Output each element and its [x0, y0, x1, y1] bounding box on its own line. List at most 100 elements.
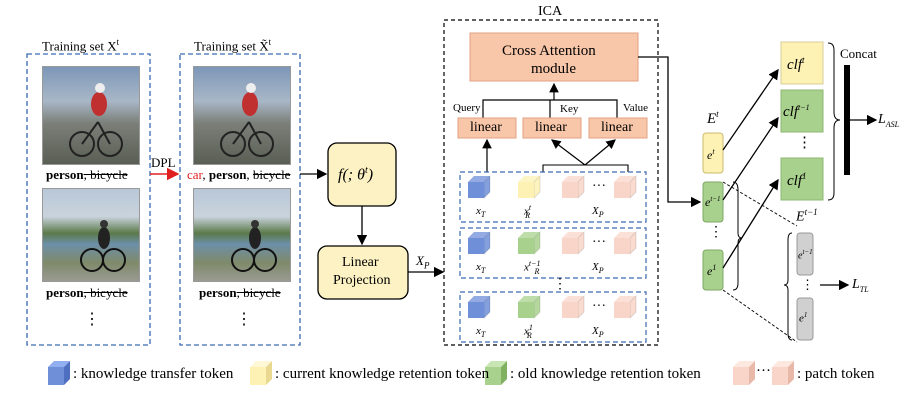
- ica-output-line: [638, 56, 702, 208]
- et-to-clf-arrow: [722, 68, 779, 151]
- linear-projection-label-1: Linear: [342, 255, 379, 270]
- embedding-vdots: ⋮: [709, 225, 723, 240]
- training-set-left-box: [26, 53, 151, 346]
- right-vdots: ⋮: [236, 311, 252, 328]
- token-row-3: [459, 291, 647, 343]
- knowledge-transfer-token: [468, 174, 491, 200]
- token-row-1: [459, 171, 647, 223]
- e-t-1-label: et−1: [705, 195, 721, 209]
- legend-green-token: [485, 361, 507, 385]
- patch-token: [562, 174, 585, 200]
- e-t-1-token: [702, 181, 724, 223]
- x-P-label: XP: [592, 261, 604, 276]
- clf-vdots: ⋮: [797, 135, 812, 151]
- legend-current-retention: : current knowledge retention token: [275, 366, 490, 382]
- linear-projection-label-2: Projection: [333, 273, 391, 288]
- token-row-2: [459, 227, 647, 279]
- left-vdots: ⋮: [84, 311, 100, 328]
- e-1-token: [702, 249, 724, 291]
- legend-yellow-token: [250, 361, 272, 385]
- loss-asl-label: LASL: [878, 112, 900, 129]
- patch-ellipsis: ···: [592, 179, 606, 194]
- clf-t-1-label: clft−1: [783, 103, 810, 120]
- E-t-1-label: Et−1: [796, 207, 818, 225]
- left-panel-title: Training set Xt: [42, 37, 120, 54]
- e-t-label: et: [707, 147, 715, 162]
- clf-1-label: clf1: [787, 171, 807, 189]
- loss-tl-label: LTL: [852, 277, 869, 294]
- cross-attention-label-2: module: [531, 61, 576, 77]
- old-token-bracket: [732, 181, 743, 291]
- ica-title: ICA: [538, 4, 563, 19]
- clf-t-box: [780, 41, 824, 85]
- left-caption-2: person, bicycle: [46, 285, 128, 300]
- patch-ellipsis: ···: [592, 299, 606, 314]
- linear-value-label: linear: [601, 120, 633, 135]
- old-e-t-1-token: [796, 232, 814, 276]
- x-R-label: x1R: [524, 323, 533, 340]
- patch-ellipsis: ···: [592, 235, 606, 250]
- e1-to-clf-arrow: [722, 178, 779, 269]
- old-e-1-token: [796, 297, 814, 341]
- x-T-label: xT: [476, 261, 486, 276]
- value-label: Value: [623, 102, 649, 114]
- cyclist-icon: [69, 83, 123, 157]
- linear-key-label: linear: [535, 120, 567, 135]
- clf-brace: [827, 42, 841, 201]
- training-set-right-box: [179, 53, 301, 346]
- dashed-link-top: [722, 181, 798, 227]
- left-caption-1: person, bicycle: [46, 167, 128, 182]
- cyclist-icon: [220, 83, 274, 157]
- photo-street-cyclist-right: [193, 66, 291, 165]
- linear-query-box: [457, 117, 517, 139]
- patch-token: [614, 174, 637, 200]
- legend-old-retention: : old knowledge retention token: [510, 366, 701, 382]
- linear-query-label: linear: [470, 120, 502, 135]
- e-1-label: e1: [707, 263, 717, 278]
- clf-1-box: [780, 157, 824, 201]
- legend-ellipsis: ···: [756, 363, 771, 379]
- old-e-t-1-label: et−1: [798, 248, 813, 262]
- key-label: Key: [560, 103, 579, 115]
- cross-attention-label-1: Cross Attention: [502, 43, 596, 59]
- kv-bracket: [542, 164, 629, 172]
- dpl-label: DPL: [151, 155, 176, 170]
- legend-patch-token: [733, 361, 794, 385]
- key-arrow: [551, 139, 586, 166]
- knowledge-transfer-token: [468, 294, 491, 320]
- right-caption-1: car, person, bicycle: [187, 167, 291, 182]
- ica-vdots: ⋮: [553, 277, 567, 292]
- photo-street-cyclist-left: [42, 66, 140, 165]
- E-t-label: Et: [707, 109, 719, 127]
- x-R-label: xt−1R: [524, 259, 541, 276]
- value-arrow: [584, 139, 616, 166]
- cyclist-icon: [80, 220, 126, 272]
- xp-label: XP: [416, 253, 430, 271]
- x-R-label: xtR: [524, 203, 532, 220]
- old-retention-token: [518, 294, 541, 320]
- legend-knowledge-transfer: : knowledge transfer token: [73, 366, 234, 382]
- concat-label: Concat: [840, 46, 877, 61]
- cross-attention-box: [469, 32, 639, 82]
- patch-token: [614, 294, 637, 320]
- x-T-label: xT: [476, 205, 486, 220]
- right-panel-title: Training set X̃t: [194, 37, 272, 54]
- old-embedding-vdots: ⋮: [801, 277, 814, 292]
- linear-value-box: [588, 117, 648, 139]
- e-t-token: [702, 132, 724, 174]
- ica-box: [443, 19, 659, 346]
- clf-t-1-box: [780, 89, 824, 133]
- old-e-1-label: e1: [799, 311, 808, 325]
- concat-bar: [844, 65, 850, 175]
- query-label: Query: [453, 102, 481, 114]
- patch-token: [562, 230, 585, 256]
- legend-blue-token: [48, 361, 70, 385]
- old-retention-token: [518, 230, 541, 256]
- dashed-link-bottom: [722, 289, 798, 343]
- et1-to-clf-arrow: [722, 116, 779, 201]
- knowledge-transfer-token: [468, 230, 491, 256]
- old-e-bracket: [783, 232, 793, 341]
- patch-token: [614, 230, 637, 256]
- right-caption-2: person, bicycle: [199, 285, 281, 300]
